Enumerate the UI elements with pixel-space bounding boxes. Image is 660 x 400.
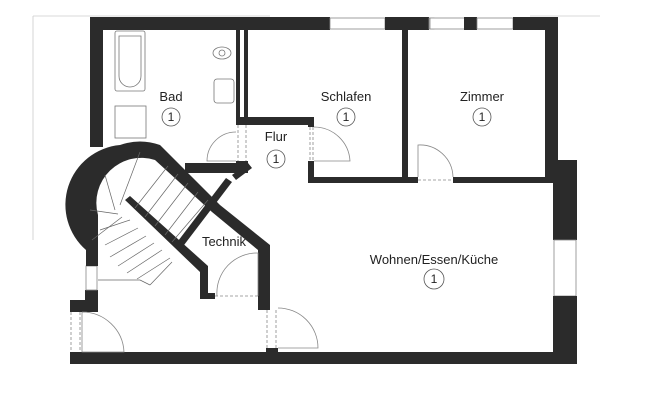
room-badge-schlafen: 1 [343,110,350,124]
door-technik[interactable] [216,252,259,297]
room-label-bad: Bad [159,89,182,104]
doors [70,125,454,353]
room-label-wohnen: Wohnen/Essen/Küche [370,252,498,267]
door-bad[interactable] [206,131,237,162]
toilet-icon [212,46,232,60]
interior-walls [236,30,553,364]
exterior-walls [70,17,577,364]
door-schlafen[interactable] [313,126,351,162]
staircase [89,151,209,286]
stair-wall [65,141,270,310]
sink-icon [213,78,235,104]
room-labels: Bad 1 Schlafen 1 Zimmer 1 Flur 1 Technik… [159,89,505,290]
room-badge-wohnen: 1 [431,272,438,286]
shower-icon [114,105,147,139]
room-label-technik: Technik [202,234,247,249]
room-label-schlafen: Schlafen [321,89,372,104]
room-badge-flur: 1 [273,152,280,166]
guide-lines [32,15,600,240]
bathtub-icon [114,30,146,92]
room-label-zimmer: Zimmer [460,89,505,104]
door-wohnen[interactable] [277,307,319,349]
door-entrance[interactable] [81,311,125,353]
room-label-flur: Flur [265,129,288,144]
door-zimmer[interactable] [417,144,454,178]
room-badge-zimmer: 1 [479,110,486,124]
room-badge-bad: 1 [168,110,175,124]
bathroom-fixtures [114,30,235,139]
